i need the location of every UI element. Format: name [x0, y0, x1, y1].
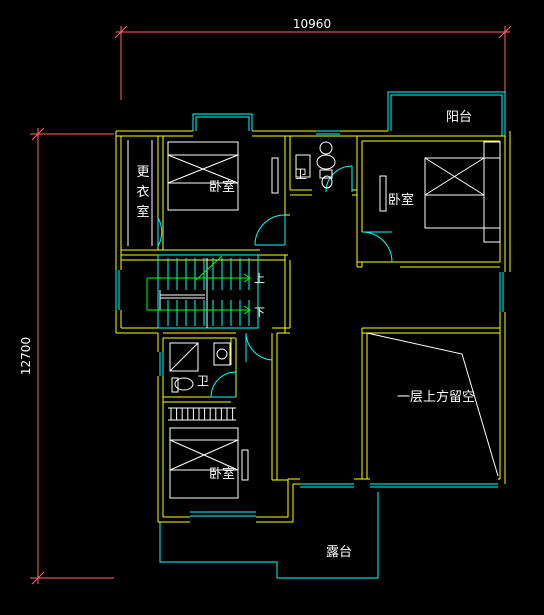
furniture: [127, 140, 501, 499]
stairs-up-label: 上: [254, 272, 265, 285]
bathroom-south-label: 卫: [197, 374, 209, 388]
dimension-lines: [30, 25, 512, 585]
width-dimension-label: 10960: [293, 17, 331, 31]
terrace-label: 露台: [326, 545, 352, 560]
dressing-room-label-1: 更: [136, 165, 149, 180]
dressing-room-label-3: 室: [136, 204, 149, 220]
closet-hangers: [170, 408, 234, 420]
bedroom-north-label: 卧室: [209, 179, 235, 195]
staircase: [157, 254, 259, 329]
balcony-label: 阳台: [446, 110, 472, 125]
doors: [157, 165, 393, 398]
windows: [115, 91, 506, 579]
height-dimension-label: 12700: [19, 337, 33, 375]
bedroom-south-label: 卧室: [209, 466, 235, 482]
double-height-void: [366, 332, 499, 477]
bathroom-north-label: 卫: [295, 167, 307, 181]
stair-arrows: [146, 255, 251, 315]
stair-treads: [167, 258, 250, 326]
walls: [115, 130, 511, 523]
double-height-void-label: 一层上方留空: [397, 389, 475, 405]
bedroom-east-label: 卧室: [388, 192, 414, 208]
stairs-down-label: 下: [254, 306, 265, 319]
stair-landing: [159, 258, 208, 328]
dressing-room-label-2: 衣: [136, 184, 149, 200]
